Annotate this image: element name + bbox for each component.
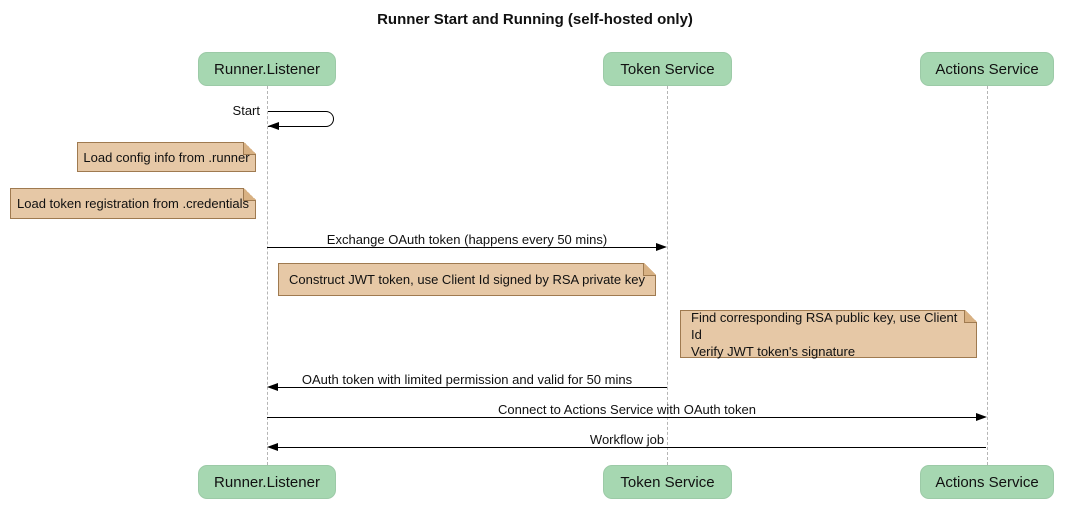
message-oauth-return-label: OAuth token with limited permission and … [301, 372, 633, 387]
arrowhead-right-icon [976, 412, 987, 421]
arrowhead-left-icon [267, 442, 278, 451]
start-self-loop-arrow [268, 111, 334, 127]
participant-label: Token Service [620, 60, 715, 78]
message-workflow-label: Workflow job [589, 432, 665, 447]
message-start-label: Start [232, 103, 260, 118]
participant-bottom-token-service: Token Service [603, 465, 732, 499]
note-fold-icon [964, 310, 977, 323]
message-oauth-return-line [278, 386, 667, 388]
message-workflow-line [278, 446, 986, 448]
note-load-config: Load config info from .runner [77, 142, 256, 172]
note-text: Load config info from .runner [83, 149, 250, 165]
note-verify-jwt: Find corresponding RSA public key, use C… [680, 309, 977, 359]
participant-label: Runner.Listener [214, 60, 320, 78]
arrowhead-right-icon [656, 242, 667, 251]
note-fold-icon [643, 263, 656, 276]
participant-bottom-runner-listener: Runner.Listener [198, 465, 336, 499]
message-connect-line [267, 416, 976, 418]
arrowhead-left-icon [267, 382, 278, 391]
note-fold-icon [243, 188, 256, 201]
message-exchange-line [267, 246, 657, 248]
participant-label: Actions Service [935, 60, 1039, 78]
note-text: Find corresponding RSA public key, use C… [691, 309, 958, 359]
participant-label: Actions Service [935, 473, 1039, 491]
participant-top-runner-listener: Runner.Listener [198, 52, 336, 86]
diagram-title: Runner Start and Running (self-hosted on… [377, 11, 693, 28]
note-fold-icon [243, 142, 256, 155]
participant-label: Runner.Listener [214, 473, 320, 491]
lifeline-runner-listener [266, 86, 268, 465]
note-text: Load token registration from .credential… [17, 196, 249, 211]
participant-label: Token Service [620, 473, 715, 491]
participant-top-token-service: Token Service [603, 52, 732, 86]
lifeline-actions-service [986, 86, 988, 465]
note-text: Construct JWT token, use Client Id signe… [289, 272, 645, 287]
message-connect-label: Connect to Actions Service with OAuth to… [498, 402, 756, 417]
lifeline-token-service [667, 86, 668, 465]
message-exchange-label: Exchange OAuth token (happens every 50 m… [326, 232, 608, 247]
participant-bottom-actions-service: Actions Service [920, 465, 1054, 499]
note-construct-jwt: Construct JWT token, use Client Id signe… [278, 263, 656, 296]
participant-top-actions-service: Actions Service [920, 52, 1054, 86]
note-load-credentials: Load token registration from .credential… [10, 188, 256, 219]
arrowhead-left-icon [268, 122, 279, 130]
